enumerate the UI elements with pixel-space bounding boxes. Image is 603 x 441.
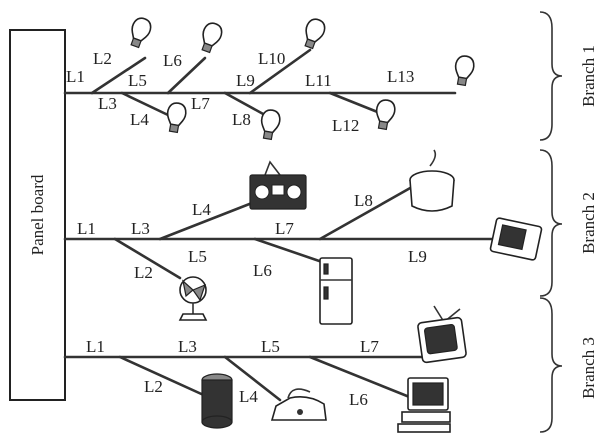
b2-l1-label: L1	[77, 219, 96, 238]
b2-l2-label: L2	[134, 263, 153, 282]
electric-iron-icon	[270, 388, 327, 421]
b1-l10-label: L10	[258, 49, 285, 68]
light-bulb-icon	[130, 17, 152, 49]
branch-1-brace	[539, 11, 563, 141]
branch-2: L1 L3 L4 L5 L2 L6 L7 L8 L9	[63, 149, 598, 325]
b2-l6-label: L6	[253, 261, 272, 280]
b2-l4-label: L4	[192, 200, 211, 219]
b1-l13-label: L13	[387, 67, 414, 86]
b3-l1-label: L1	[86, 337, 105, 356]
electric-fan-icon	[178, 276, 208, 321]
b1-l5-label: L5	[128, 71, 147, 90]
light-bulb-icon	[201, 22, 223, 54]
b3-l2-label: L2	[144, 377, 163, 396]
b1-l11-label: L11	[305, 71, 332, 90]
b1-l2-label: L2	[93, 49, 112, 68]
water-heater-icon	[201, 373, 233, 429]
b3-l3-label: L3	[178, 337, 197, 356]
microwave-oven-icon	[489, 217, 543, 261]
rice-cooker-icon	[409, 149, 455, 212]
b1-l3-label: L3	[98, 94, 117, 113]
branch-3: L1 L3 L5 L7 L2 L4 L6	[63, 297, 598, 433]
b3-l6-label: L6	[349, 390, 368, 409]
b2-l8-label: L8	[354, 191, 373, 210]
b1-l8-label: L8	[232, 110, 251, 129]
b3-l7-label: L7	[360, 337, 379, 356]
b2-l9-label: L9	[408, 247, 427, 266]
light-bulb-icon	[375, 99, 396, 131]
television-icon	[417, 305, 467, 364]
branch-3-brace	[539, 297, 563, 433]
radio-cassette-icon	[249, 160, 307, 210]
b1-l1-label: L1	[66, 67, 85, 86]
light-bulb-icon	[454, 55, 475, 87]
b3-l4-label: L4	[239, 387, 258, 406]
light-bulb-icon	[260, 109, 281, 141]
b1-l4-label: L4	[130, 110, 149, 129]
panel-board: Panel board	[9, 29, 66, 401]
panel-board-label: Panel board	[28, 174, 47, 255]
branch-1: L1 L2 L5 L3 L4 L6 L7 L8 L9 L10 L11 L12 L…	[63, 11, 598, 141]
b2-l5-label: L5	[188, 247, 207, 266]
b2-l7-label: L7	[275, 219, 294, 238]
branch-2-label: Branch 2	[579, 192, 598, 254]
b3-l5-label: L5	[261, 337, 280, 356]
b2-l3-label: L3	[131, 219, 150, 238]
light-bulb-icon	[166, 102, 187, 134]
refrigerator-icon	[319, 257, 353, 325]
light-bulb-icon	[304, 18, 326, 50]
branch-1-label: Branch 1	[579, 45, 598, 107]
b1-l7-label: L7	[191, 94, 210, 113]
b1-l6-label: L6	[163, 51, 182, 70]
branch-3-label: Branch 3	[579, 337, 598, 399]
computer-icon	[397, 377, 451, 433]
b1-l12-label: L12	[332, 116, 359, 135]
b1-l9-label: L9	[236, 71, 255, 90]
branch-2-brace	[539, 149, 563, 297]
